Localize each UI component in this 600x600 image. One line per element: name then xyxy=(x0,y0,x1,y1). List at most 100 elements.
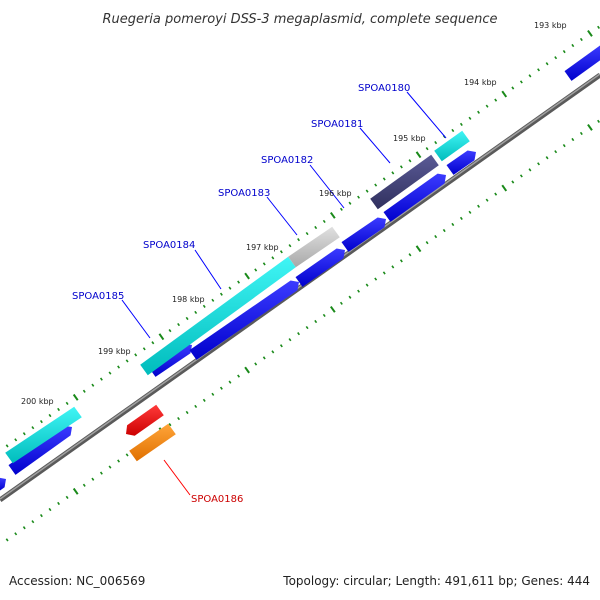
tick-mark xyxy=(519,174,523,178)
tick-mark xyxy=(391,171,395,175)
tick-mark xyxy=(314,225,318,230)
gene-label-spoa0186[interactable]: SPOA0186 xyxy=(191,494,243,505)
gene-spoa0181-block[interactable] xyxy=(370,154,439,210)
tick-mark xyxy=(329,211,336,219)
tick-mark xyxy=(57,407,61,412)
tick-mark xyxy=(322,313,326,318)
tick-mark xyxy=(391,265,395,269)
tick-mark xyxy=(468,210,472,214)
tick-mark xyxy=(194,310,198,315)
tick-label-196: 196 kbp xyxy=(319,189,352,198)
gene-spoa0186-red[interactable] xyxy=(126,404,164,436)
cds-arrow[interactable] xyxy=(341,217,387,252)
tick-mark xyxy=(228,286,232,290)
tick-mark xyxy=(117,365,121,369)
tick-mark xyxy=(442,228,446,233)
cds-arrow[interactable] xyxy=(8,425,73,475)
tick-mark xyxy=(434,234,438,239)
tick-mark xyxy=(408,159,412,163)
tick-mark xyxy=(451,128,455,133)
gene-spoa0185-block[interactable] xyxy=(140,256,296,376)
kbp-labels: 193 kbp 194 kbp 195 kbp 196 kbp 197 kbp … xyxy=(21,21,567,406)
tick-mark xyxy=(399,165,403,169)
gene-label-spoa0182[interactable]: SPOA0182 xyxy=(261,155,313,166)
gene-labels: SPOA0180 SPOA0181 SPOA0182 SPOA0183 SPOA… xyxy=(72,83,410,505)
tick-mark xyxy=(485,198,489,202)
tick-mark xyxy=(365,283,369,287)
tick-label-195: 195 kbp xyxy=(393,134,426,143)
tick-mark xyxy=(415,151,422,159)
leader-spoa0181 xyxy=(359,127,391,164)
tick-mark xyxy=(305,231,309,236)
gene-spoa0186-orange[interactable] xyxy=(129,423,176,462)
cds-arrow[interactable] xyxy=(383,173,447,222)
cds-arrow[interactable] xyxy=(564,45,600,81)
tick-mark xyxy=(271,350,275,354)
tick-mark xyxy=(134,353,138,357)
gene-spoa0184-block[interactable] xyxy=(288,226,340,268)
tick-mark xyxy=(202,304,206,308)
tick-mark xyxy=(177,322,181,327)
gene-spoa0180-block[interactable] xyxy=(434,130,470,162)
gene-label-spoa0184[interactable]: SPOA0184 xyxy=(143,240,195,251)
tick-mark xyxy=(545,156,549,160)
gene-label-spoa0185[interactable]: SPOA0185 xyxy=(72,291,124,302)
tick-mark xyxy=(279,344,283,348)
cds-arrow[interactable] xyxy=(295,248,346,287)
tick-mark xyxy=(108,465,112,469)
tick-mark xyxy=(425,147,429,151)
cds-arrow[interactable] xyxy=(446,150,477,175)
tick-mark xyxy=(99,471,103,475)
label-leader-lines xyxy=(121,91,447,496)
gene-features xyxy=(0,45,600,491)
gene-label-spoa0180[interactable]: SPOA0180 xyxy=(358,83,410,94)
tick-mark xyxy=(459,216,463,220)
tick-mark xyxy=(554,56,558,60)
tick-mark xyxy=(348,295,352,299)
gene-spoa0185-region[interactable] xyxy=(5,406,82,464)
tick-mark xyxy=(57,501,61,506)
tick-mark xyxy=(297,238,301,242)
tick-mark xyxy=(65,401,69,406)
tick-mark xyxy=(382,177,386,181)
tick-mark xyxy=(108,371,112,375)
tick-mark xyxy=(5,538,9,542)
leader-spoa0184 xyxy=(194,249,222,290)
tick-mark xyxy=(228,380,232,384)
tick-mark xyxy=(597,119,600,123)
cds-arrow[interactable] xyxy=(0,477,6,491)
tick-mark xyxy=(279,250,283,254)
tick-mark xyxy=(237,374,241,378)
tick-mark xyxy=(554,150,558,154)
tick-mark xyxy=(99,377,103,381)
gene-label-spoa0181[interactable]: SPOA0181 xyxy=(311,119,363,130)
cds-arrow[interactable] xyxy=(189,280,300,360)
tick-mark xyxy=(537,68,540,72)
tick-mark xyxy=(399,259,403,263)
tick-mark xyxy=(545,62,549,66)
tick-label-197: 197 kbp xyxy=(246,243,279,252)
genome-summary-text: Topology: circular; Length: 491,611 bp; … xyxy=(283,574,590,588)
cds-arrow[interactable] xyxy=(148,343,193,377)
tick-mark xyxy=(288,244,292,248)
tick-mark xyxy=(579,131,583,136)
tick-mark xyxy=(562,49,566,54)
tick-mark xyxy=(72,487,79,495)
leader-spoa0182 xyxy=(309,164,345,209)
tick-label-198: 198 kbp xyxy=(172,295,205,304)
tick-mark xyxy=(485,104,489,108)
tick-mark xyxy=(339,301,343,305)
tick-mark xyxy=(254,268,258,272)
tick-mark xyxy=(168,329,172,333)
tick-mark xyxy=(339,207,343,211)
tick-label-193: 193 kbp xyxy=(534,21,567,30)
tick-mark xyxy=(425,241,429,245)
gene-label-spoa0183[interactable]: SPOA0183 xyxy=(218,188,270,199)
tick-mark xyxy=(48,413,52,418)
tick-mark xyxy=(329,305,336,313)
tick-mark xyxy=(477,204,480,208)
tick-mark xyxy=(271,256,275,260)
tick-mark xyxy=(5,444,9,448)
tick-mark xyxy=(587,29,593,37)
tick-mark xyxy=(587,123,593,131)
